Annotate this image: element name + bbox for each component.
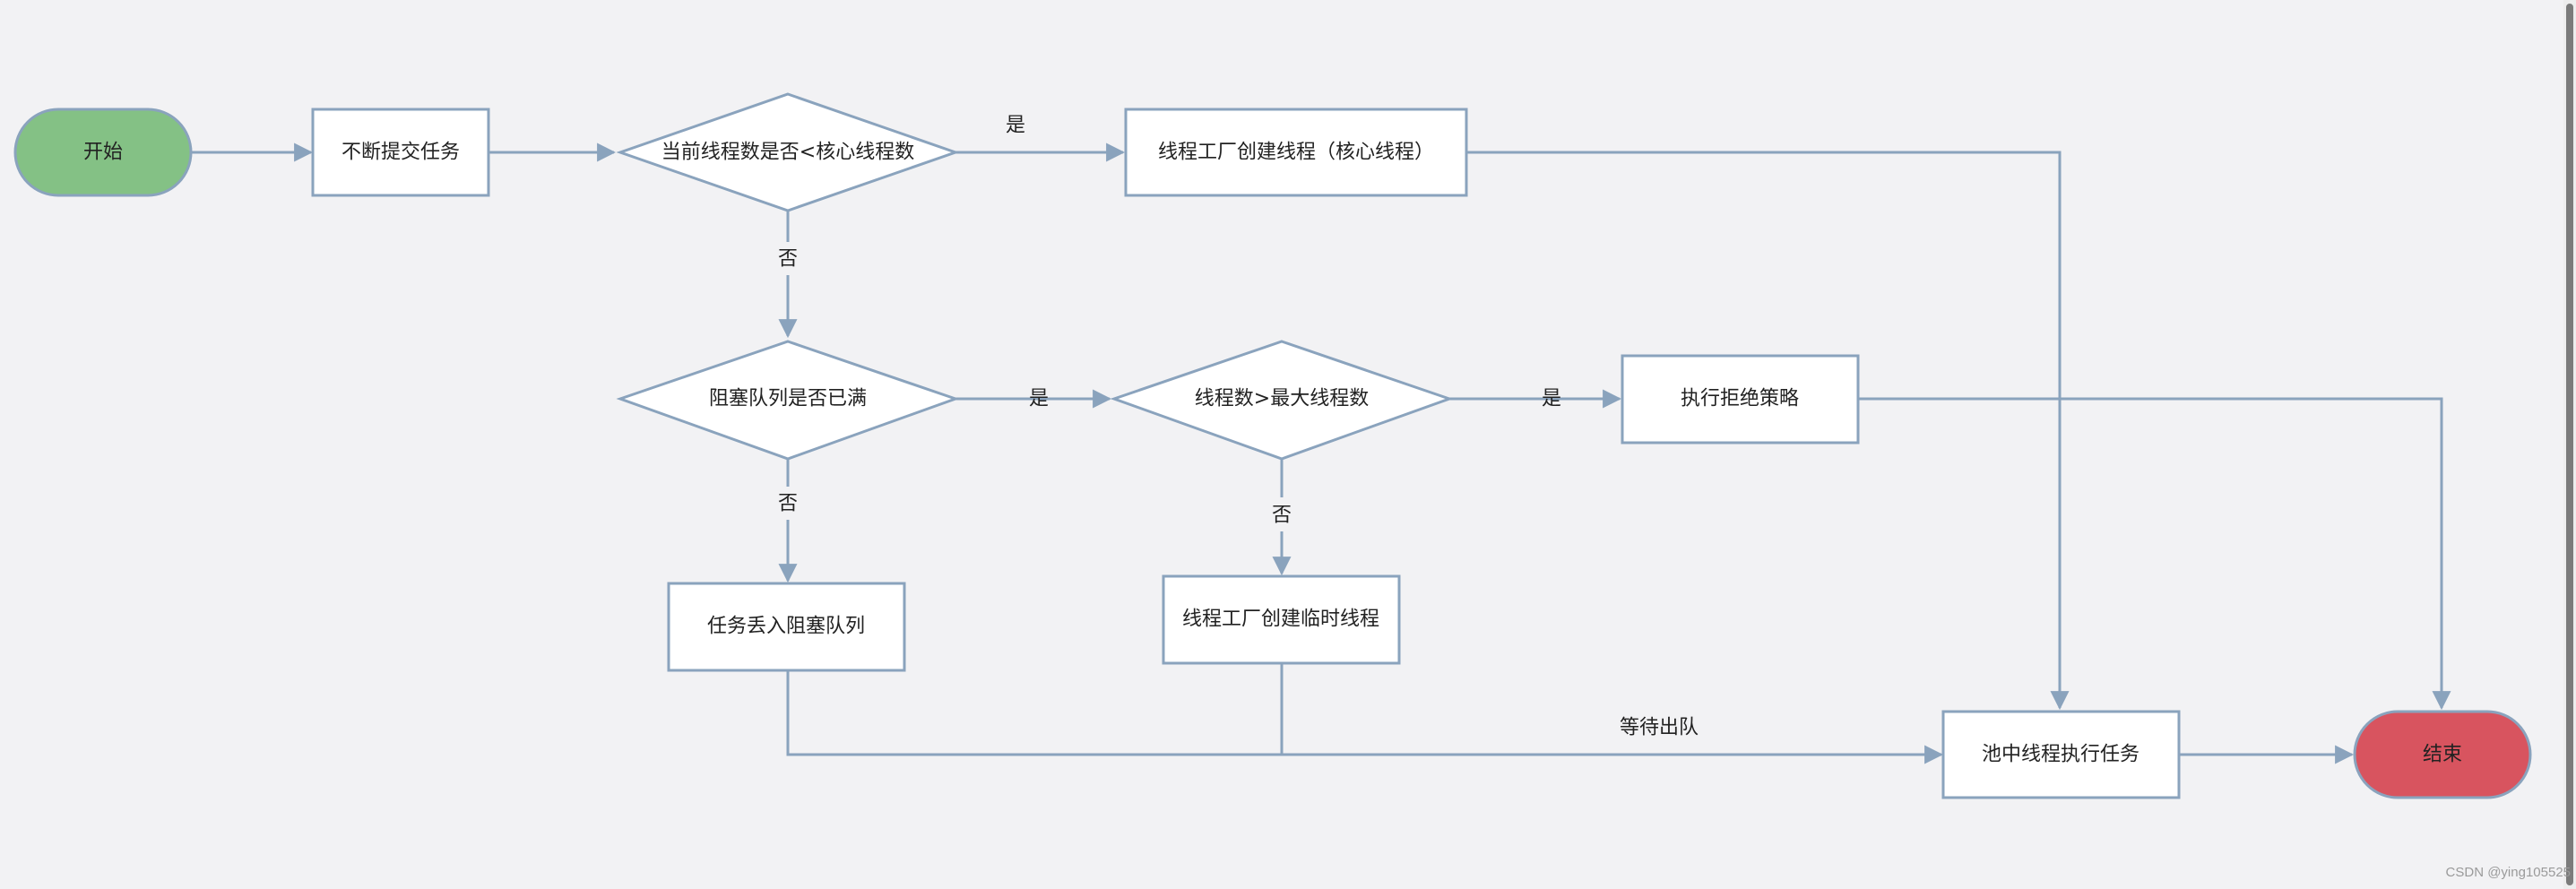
check-queue-full-decision [616,340,960,461]
edge-label-wait-dequeue: 等待出队 [1620,717,1699,739]
edge-label-max-yes: 是 [1542,388,1561,410]
edge-reject-end [1858,397,2451,711]
create-core-thread-label: 线程工厂创建线程（核心线程） [1158,142,1434,164]
check-max-threads-label: 线程数>最大线程数 [1195,388,1369,410]
edge-label-queue-no: 否 [778,493,798,515]
end-terminal [2353,710,2532,799]
create-core-thread-box [1124,108,1468,197]
reject-policy-label: 执行拒绝策略 [1681,388,1799,410]
submit-task-label: 不断提交任务 [341,142,460,164]
submit-task-box [311,108,490,197]
check-core-threads-decision [616,92,960,212]
edge-label-queue-yes: 是 [1029,388,1049,410]
edge-label-core-no: 否 [778,248,798,271]
edge-label-core-yes: 是 [1006,115,1025,137]
scrollbar-thumb[interactable] [2566,4,2573,885]
check-queue-full-label: 阻塞队列是否已满 [709,388,867,410]
check-max-threads-decision [1110,340,1454,461]
execute-task-label: 池中线程执行任务 [1982,744,2139,766]
vertical-scrollbar[interactable] [2563,0,2576,889]
create-temp-thread-box [1162,574,1401,665]
watermark: CSDN @ying105525 [2445,865,2571,880]
check-core-threads-label: 当前线程数是否<核心线程数 [661,142,914,164]
end-label: 结束 [2423,744,2462,766]
enqueue-task-label: 任务丢入阻塞队列 [707,616,865,638]
edge-enqueue-execute [786,670,1944,764]
edge-createcore-execute [1466,151,2070,711]
reject-policy-box [1621,354,1860,444]
start-terminal [13,108,193,197]
edge-label-max-no: 否 [1272,505,1292,527]
create-temp-thread-label: 线程工厂创建临时线程 [1182,608,1379,631]
start-label: 开始 [83,142,123,164]
enqueue-task-box [667,582,906,672]
execute-task-box [1941,710,2181,799]
